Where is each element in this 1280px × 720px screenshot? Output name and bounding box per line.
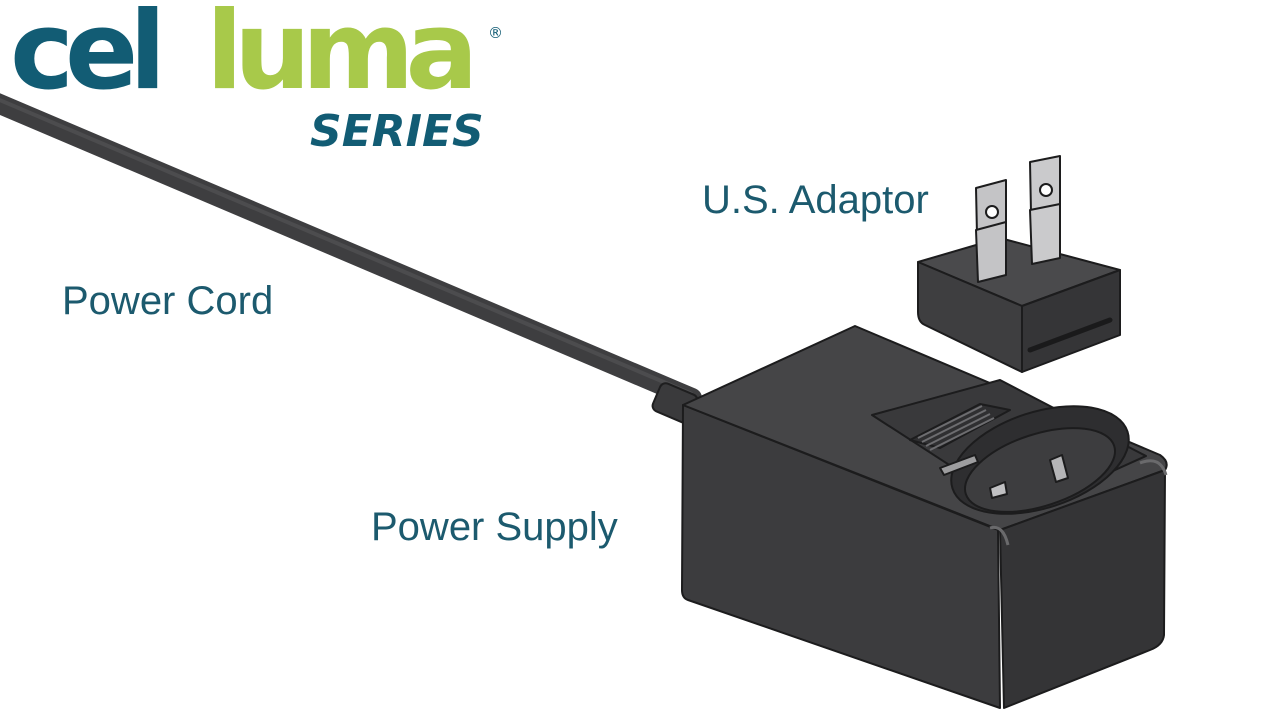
logo-series: SERIES — [310, 106, 484, 157]
us-adaptor-label: U.S. Adaptor — [702, 178, 929, 222]
us-adaptor-plug-icon — [917, 155, 1121, 373]
registered-mark: ® — [488, 24, 503, 42]
power-cord-icon — [0, 93, 702, 424]
logo-text-luma: luma — [206, 0, 478, 114]
logo-text-cel: cel — [10, 0, 166, 114]
power-supply-label: Power Supply — [371, 505, 618, 549]
power-supply-icon — [681, 325, 1168, 709]
celluma-logo: cel luma ® SERIES — [10, 0, 510, 166]
power-cord-label: Power Cord — [62, 279, 274, 323]
